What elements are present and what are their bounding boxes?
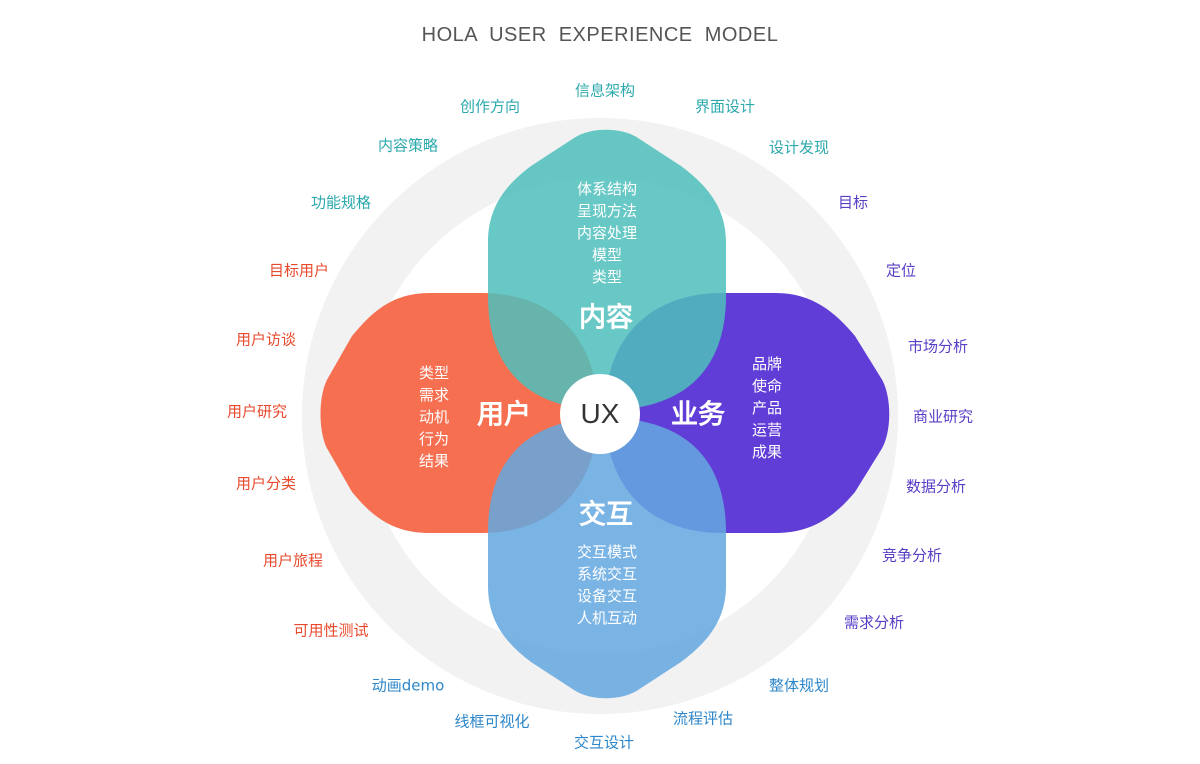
ux-center-label: UX (580, 398, 620, 429)
ring-label: 设计发现 (768, 138, 830, 157)
ring-label: 目标 (837, 193, 869, 212)
ring-label: 创作方向 (459, 97, 521, 116)
petal-item: 动机 (418, 408, 450, 426)
ring-label: 用户研究 (226, 402, 288, 421)
petal-content (488, 129, 726, 410)
petal-interaction-items: 交互模式 系统交互 设备交互 人机互动 (577, 541, 637, 629)
ring-label: 内容策略 (377, 136, 439, 155)
ring-label: 商业研究 (912, 407, 974, 426)
ring-label: 流程评估 (672, 709, 734, 728)
petal-item: 品牌 (751, 355, 783, 373)
petal-item: 模型 (591, 246, 623, 264)
petal-user-title: 用户 (477, 399, 531, 431)
ring-label: 用户分类 (235, 474, 297, 493)
ring-label: 目标用户 (268, 261, 330, 280)
petal-business-items: 品牌 使命 产品 运营 成果 (752, 353, 782, 463)
petal-item: 呈现方法 (576, 202, 638, 220)
petal-user-items: 类型 需求 动机 行为 结果 (419, 362, 449, 472)
ring-label: 交互设计 (573, 733, 635, 752)
page-title: HOLA USER EXPERIENCE MODEL (421, 24, 779, 46)
petal-interaction-title: 交互 (579, 499, 633, 531)
ring-label: 数据分析 (905, 477, 967, 496)
petal-item: 类型 (591, 268, 623, 286)
petal-item: 结果 (418, 452, 450, 470)
ring-label: 功能规格 (310, 193, 372, 212)
petal-item: 交互模式 (576, 543, 638, 561)
petal-business-title: 业务 (671, 399, 725, 431)
petal-item: 产品 (751, 399, 783, 417)
petal-interaction (488, 418, 726, 699)
petal-item: 成果 (751, 443, 783, 461)
ring-label: 用户旅程 (262, 551, 324, 570)
petal-item: 设备交互 (576, 587, 638, 605)
petal-item: 人机互动 (576, 609, 638, 627)
petal-content-title: 内容 (579, 302, 633, 334)
ring-label: 定位 (885, 261, 917, 280)
petal-item: 运营 (751, 421, 783, 439)
ring-label: 动画demo (371, 676, 445, 695)
petal-item: 内容处理 (576, 224, 638, 242)
ux-center-circle (560, 374, 640, 454)
petal-item: 行为 (418, 430, 450, 448)
petal-item: 体系结构 (576, 180, 638, 198)
petal-content-items: 体系结构 呈现方法 内容处理 模型 类型 (577, 178, 637, 288)
ring-label: 市场分析 (907, 337, 969, 356)
ring-label: 界面设计 (694, 97, 756, 116)
petal-item: 使命 (751, 377, 783, 395)
ring-label: 用户访谈 (235, 330, 297, 349)
petal-item: 系统交互 (576, 565, 638, 583)
ring-label: 整体规划 (768, 676, 830, 695)
petal-item: 类型 (418, 364, 450, 382)
ring-label: 竞争分析 (881, 546, 943, 565)
petal-item: 需求 (418, 386, 450, 404)
ring-label: 可用性测试 (293, 621, 369, 640)
ring-label: 信息架构 (574, 81, 636, 100)
ring-label: 线框可视化 (454, 712, 530, 731)
ring-label: 需求分析 (843, 613, 905, 632)
